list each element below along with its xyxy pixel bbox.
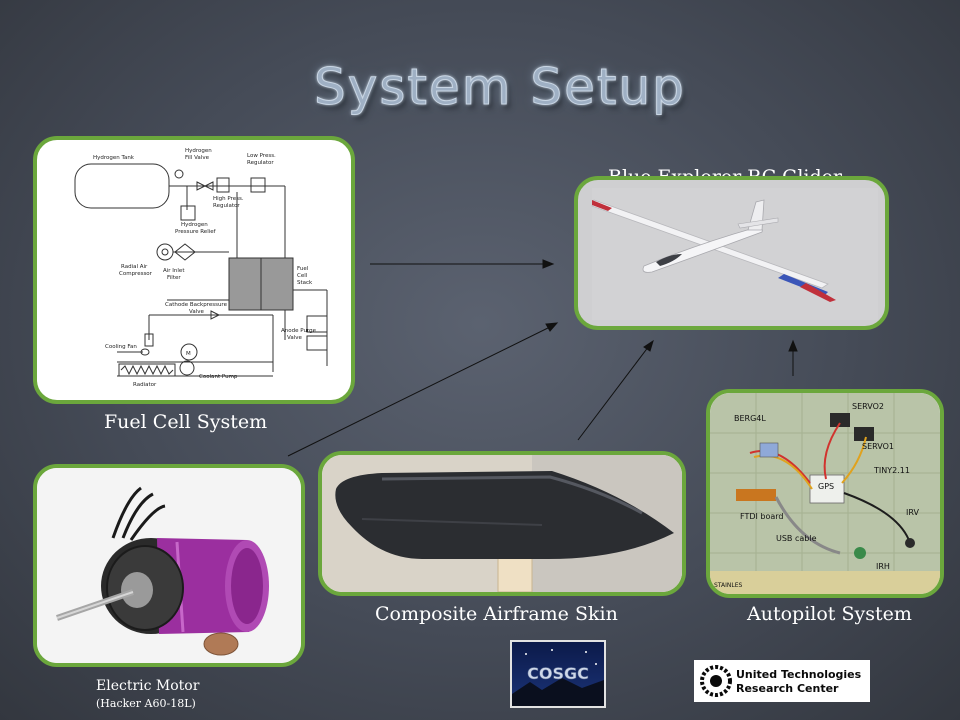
schematic-fill-valve-1: Hydrogen [185,148,212,154]
fuel-cell-label: Fuel Cell System [104,411,268,433]
schematic-cathode-2: Valve [189,309,204,315]
schematic-compressor-2: Compressor [119,271,153,277]
schematic-pump: Coolant Pump [199,374,238,380]
schematic-high-press-2: Regulator [213,203,240,209]
glider-image-frame [574,176,889,330]
arrow-airframe-to-glider [577,341,653,441]
cosgc-logo: COSGC [510,640,606,708]
utrc-logo-line2: Research Center [736,682,839,695]
cosgc-logo-art: COSGC [512,649,604,706]
schematic-purge-2: Valve [287,335,302,341]
schematic-high-press-1: High Press. [213,196,244,202]
utrc-logo: United Technologies Research Center [694,660,870,702]
schematic-hydrogen-tank: Hydrogen Tank [93,155,135,161]
autopilot-servo1: SERVO1 [862,442,894,451]
schematic-compressor-1: Radial Air [121,264,148,270]
schematic-relief-1: Hydrogen [181,222,208,228]
autopilot-image-frame: SERVO2 SERVO1 BERG4L GPS TINY2.11 FTDI b… [706,389,944,598]
autopilot-gps: GPS [818,482,834,491]
autopilot-ruler: STAINLES [714,582,743,589]
arrow-motor-to-glider [287,323,557,457]
arrowhead [788,339,798,352]
schematic-stack-3: Stack [297,280,313,286]
motor-photo [37,468,301,663]
glider-photo [591,188,878,320]
airframe-image-frame [318,451,686,596]
autopilot-servo2: SERVO2 [852,402,884,411]
schematic-radiator: Radiator [133,382,157,388]
arrowhead [545,322,559,332]
autopilot-photo: SERVO2 SERVO1 BERG4L GPS TINY2.11 FTDI b… [710,393,940,594]
schematic-inlet-2: Filter [167,275,181,281]
autopilot-usb: USB cable [776,534,817,543]
autopilot-label: Autopilot System [747,603,912,625]
autopilot-tiny: TINY2.11 [873,466,910,475]
schematic-inlet-1: Air Inlet [163,268,185,274]
motor-caption: Electric Motor (Hacker A60-18L) [96,677,199,713]
autopilot-ftdi: FTDI board [740,512,784,521]
autopilot-irh: IRH [876,562,890,571]
schematic-stack-1: Fuel [297,266,309,272]
schematic-low-press-2: Regulator [247,160,274,166]
utrc-logo-art: United Technologies Research Center [700,665,862,697]
motor-title: Electric Motor [96,678,200,694]
arrowhead [643,339,654,352]
schematic-motor-symbol: M [186,351,191,357]
motor-model: (Hacker A60-18L) [96,697,196,710]
airframe-label: Composite Airframe Skin [375,603,618,625]
schematic-cathode-1: Cathode Backpressure [165,302,228,308]
fuel-cell-image-frame: Hydrogen Tank Hydrogen Fill Valve Low Pr… [33,136,355,404]
airframe-photo [322,455,682,592]
schematic-purge-1: Anode Purge [281,328,317,334]
schematic-low-press-1: Low Press. [247,153,276,159]
arrowhead [542,259,555,269]
fuel-cell-schematic: Hydrogen Tank Hydrogen Fill Valve Low Pr… [74,148,328,388]
motor-image-frame [33,464,305,667]
autopilot-berg: BERG4L [734,414,766,423]
schematic-relief-2: Pressure Relief [175,229,217,235]
cosgc-logo-text: COSGC [527,664,589,683]
schematic-cooling-fan: Cooling Fan [105,344,137,350]
schematic-stack-2: Cell [297,273,308,279]
autopilot-irv: IRV [906,508,919,517]
utrc-logo-line1: United Technologies [736,668,862,681]
slide-title: System Setup [314,58,686,117]
schematic-fill-valve-2: Fill Valve [185,155,210,161]
